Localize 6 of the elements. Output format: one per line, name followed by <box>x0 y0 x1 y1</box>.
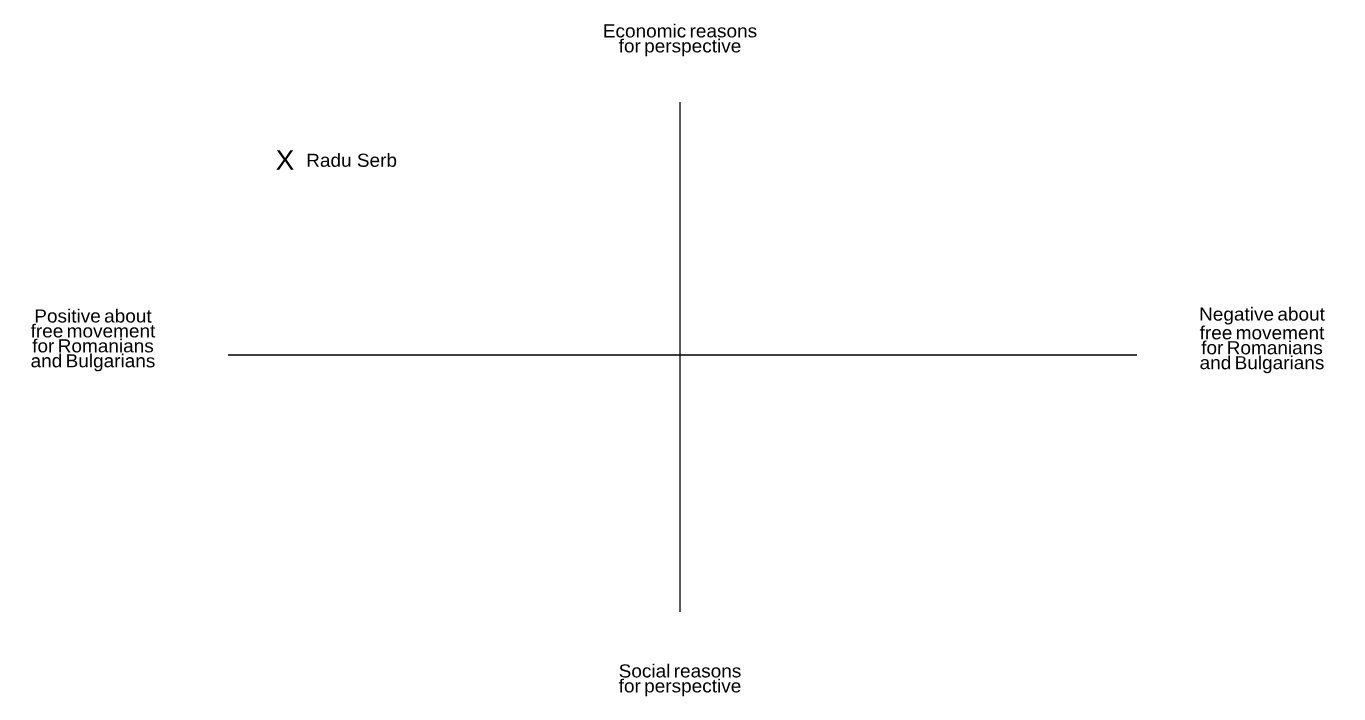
axis-label: Negative about free movement for Romanians and Bulgarians <box>1199 306 1325 374</box>
axis-label: Economic reasons for perspective <box>604 23 757 57</box>
point-label: Radu Serb <box>307 153 397 167</box>
point-marker: X <box>276 150 294 170</box>
axis-label: Social reasons for perspective <box>618 663 741 697</box>
axis-label: Positive about free movement for Romanians and Bulgarians <box>30 308 156 372</box>
